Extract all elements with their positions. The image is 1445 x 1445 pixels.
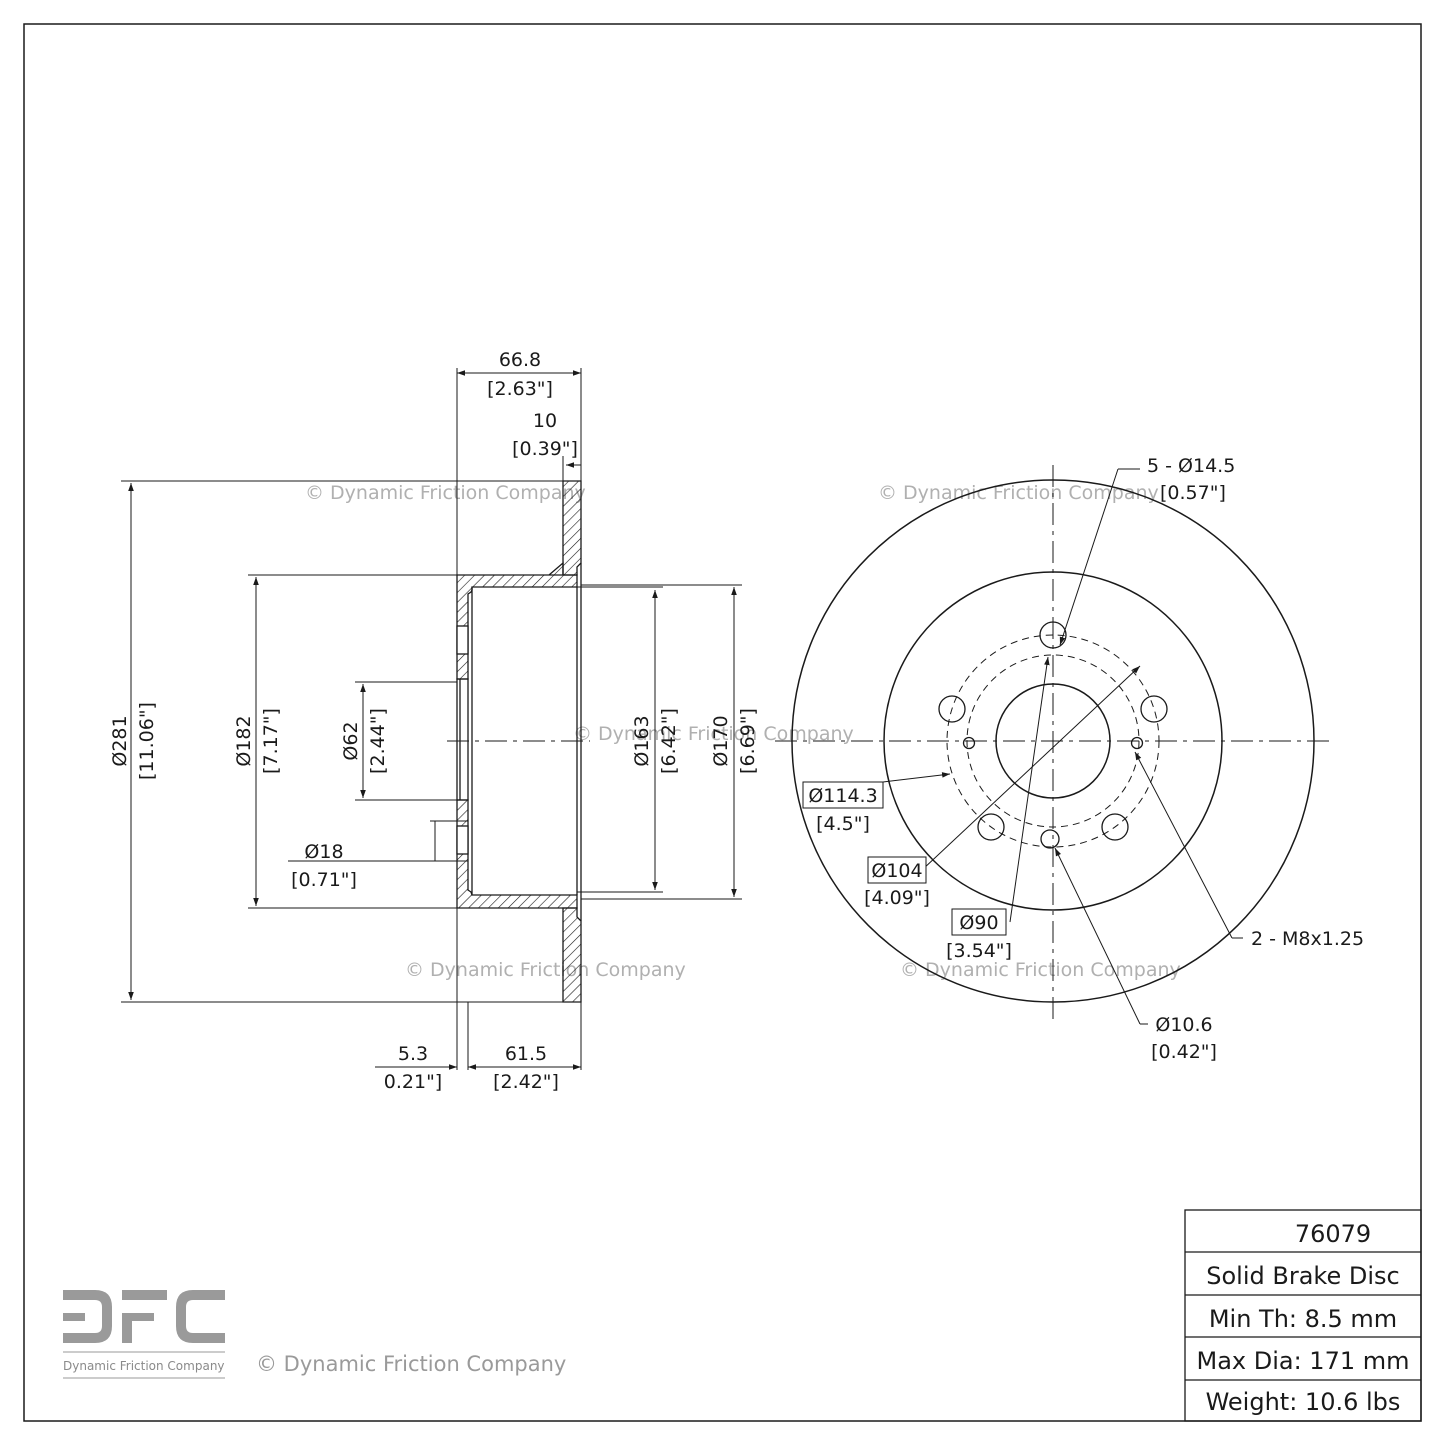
dim-inner-163-in: [6.42"] [658, 708, 680, 774]
leader-lines [882, 468, 1243, 1025]
dim-90-in: [3.54"] [946, 940, 1012, 962]
dim-hub-thickness-in: 0.21"] [384, 1071, 442, 1093]
dim-hat-diameter-in: [7.17"] [260, 708, 282, 774]
dim-90-mm: Ø90 [959, 912, 998, 934]
dim-inner-170-mm: Ø170 [710, 715, 732, 766]
dim-bolt-holes-in: [0.57"] [1160, 482, 1226, 504]
watermark: © Dynamic Friction Company [878, 482, 1159, 504]
dim-outer-diameter-mm: Ø281 [109, 715, 131, 766]
watermark: © Dynamic Friction Company [573, 723, 854, 745]
dimension-lines [128, 370, 737, 1070]
title-block [1184, 1209, 1422, 1422]
part-number: 76079 [1295, 1220, 1371, 1248]
hat-wall-bottom [456, 799, 578, 909]
dim-bolt-holes-mm: 5 - Ø14.5 [1147, 455, 1235, 477]
bolt-hole [938, 695, 966, 723]
part-type: Solid Brake Disc [1206, 1262, 1399, 1290]
disc-ring-top [562, 480, 582, 576]
bolt-circle-label-box [802, 781, 884, 809]
watermark: © Dynamic Friction Company [305, 482, 586, 504]
bolt-hole [1101, 813, 1129, 841]
watermark: © Dynamic Friction Company [405, 959, 686, 981]
bolt-hole [1140, 695, 1168, 723]
locator-hole [1040, 829, 1060, 849]
bolt-hole [977, 813, 1005, 841]
copyright-notice: © Dynamic Friction Company [256, 1352, 566, 1376]
dim-disc-thickness-mm: 10 [533, 410, 557, 432]
dim-outer-diameter-in: [11.06"] [136, 702, 158, 780]
dim-overall-width-mm: 66.8 [499, 349, 541, 371]
dia-90-label-box [951, 908, 1007, 936]
dim-hat-depth-in: [2.42"] [493, 1071, 559, 1093]
dia-104-label-box [867, 856, 927, 884]
hat-wall-top [456, 561, 578, 680]
dfc-logo [63, 1290, 225, 1379]
threaded-hole [962, 736, 976, 750]
dim-hat-depth-mm: 61.5 [505, 1043, 547, 1065]
bolt-hole-slot [456, 825, 469, 855]
dim-small-hole-in: [0.71"] [291, 869, 357, 891]
max-diameter: Max Dia: 171 mm [1196, 1347, 1409, 1375]
hat-face [456, 678, 469, 801]
dim-hat-diameter-mm: Ø182 [233, 715, 255, 766]
dim-locator-hole-mm: Ø10.6 [1155, 1014, 1212, 1036]
bolt-hole-slot [456, 625, 469, 655]
dim-inner-163-mm: Ø163 [631, 715, 653, 766]
extension-lines [121, 368, 742, 1070]
dim-center-bore-mm: Ø62 [340, 721, 362, 760]
dim-center-bore-in: [2.44"] [367, 708, 389, 774]
disc-ring-bottom [562, 907, 582, 1003]
dim-inner-170-in: [6.69"] [737, 708, 759, 774]
front-view [775, 465, 1335, 1025]
dim-small-hole-mm: Ø18 [304, 841, 343, 863]
dim-disc-thickness-in: [0.39"] [512, 438, 578, 460]
dim-hub-thickness-mm: 5.3 [398, 1043, 428, 1065]
dim-threaded-holes: 2 - M8x1.25 [1251, 928, 1364, 950]
min-thickness: Min Th: 8.5 mm [1209, 1305, 1397, 1333]
drawing-border [23, 23, 1422, 1422]
watermark: © Dynamic Friction Company [900, 959, 1181, 981]
dim-104-in: [4.09"] [864, 887, 930, 909]
dim-overall-width-in: [2.63"] [487, 378, 553, 400]
weight: Weight: 10.6 lbs [1206, 1388, 1401, 1416]
logo-subtitle: Dynamic Friction Company [63, 1359, 225, 1373]
dim-bolt-circle-mm: Ø114.3 [808, 785, 877, 807]
dim-locator-hole-in: [0.42"] [1151, 1041, 1217, 1063]
threaded-hole [1130, 736, 1144, 750]
dim-bolt-circle-in: [4.5"] [816, 813, 870, 835]
dim-104-mm: Ø104 [871, 860, 922, 882]
